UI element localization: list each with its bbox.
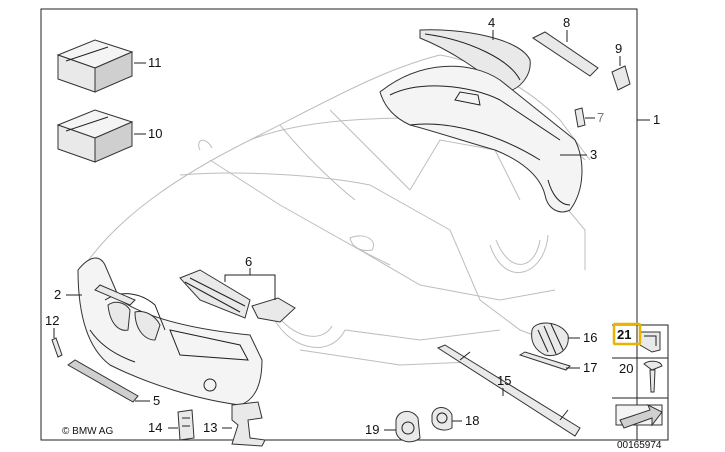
part-7-clip	[574, 107, 586, 128]
callout-4: 4	[488, 15, 495, 30]
reference-number: 00165974	[617, 440, 662, 451]
callout-14: 14	[148, 420, 162, 435]
callout-9: 9	[615, 41, 622, 56]
callout-18: 18	[465, 413, 479, 428]
part-17-strip	[518, 351, 571, 371]
part-18-fog-light	[431, 407, 453, 431]
callout-17: 17	[583, 360, 597, 375]
highlight-box-21	[612, 322, 642, 346]
part-2-front-bumper	[77, 257, 263, 406]
small-parts-column	[612, 324, 669, 441]
callout-20: 20	[619, 361, 633, 376]
part-19-fog-light	[395, 411, 421, 443]
callout-6: 6	[245, 254, 252, 269]
copyright-label: © BMW AG	[62, 426, 113, 437]
callout-12: 12	[45, 313, 59, 328]
callout-2: 2	[54, 287, 61, 302]
callout-10: 10	[148, 126, 162, 141]
callout-13: 13	[203, 420, 217, 435]
part-6-air-duct	[179, 269, 296, 323]
callout-7: 7	[597, 110, 604, 125]
callout-16: 16	[583, 330, 597, 345]
part-4-rear-spoiler	[419, 29, 531, 93]
part-3-rear-bumper	[379, 65, 583, 213]
callout-1: 1	[653, 112, 660, 127]
callout-21: 21	[617, 327, 631, 342]
part-16-grille	[531, 322, 569, 357]
part-9-cover	[611, 65, 631, 91]
callout-15: 15	[497, 373, 511, 388]
callout-19: 19	[365, 422, 379, 437]
part-13-mount	[231, 401, 266, 447]
callout-8: 8	[563, 15, 570, 30]
callout-3: 3	[590, 147, 597, 162]
callout-5: 5	[153, 393, 160, 408]
part-12-pin	[51, 337, 63, 358]
callout-11: 11	[148, 55, 162, 70]
part-10-box	[56, 109, 134, 163]
part-5-lower-trim	[67, 359, 139, 403]
part-14-bracket	[177, 409, 195, 441]
part-8-trim-strip	[532, 31, 599, 77]
part-15-carrier	[436, 344, 581, 437]
part-11-box	[56, 39, 134, 93]
